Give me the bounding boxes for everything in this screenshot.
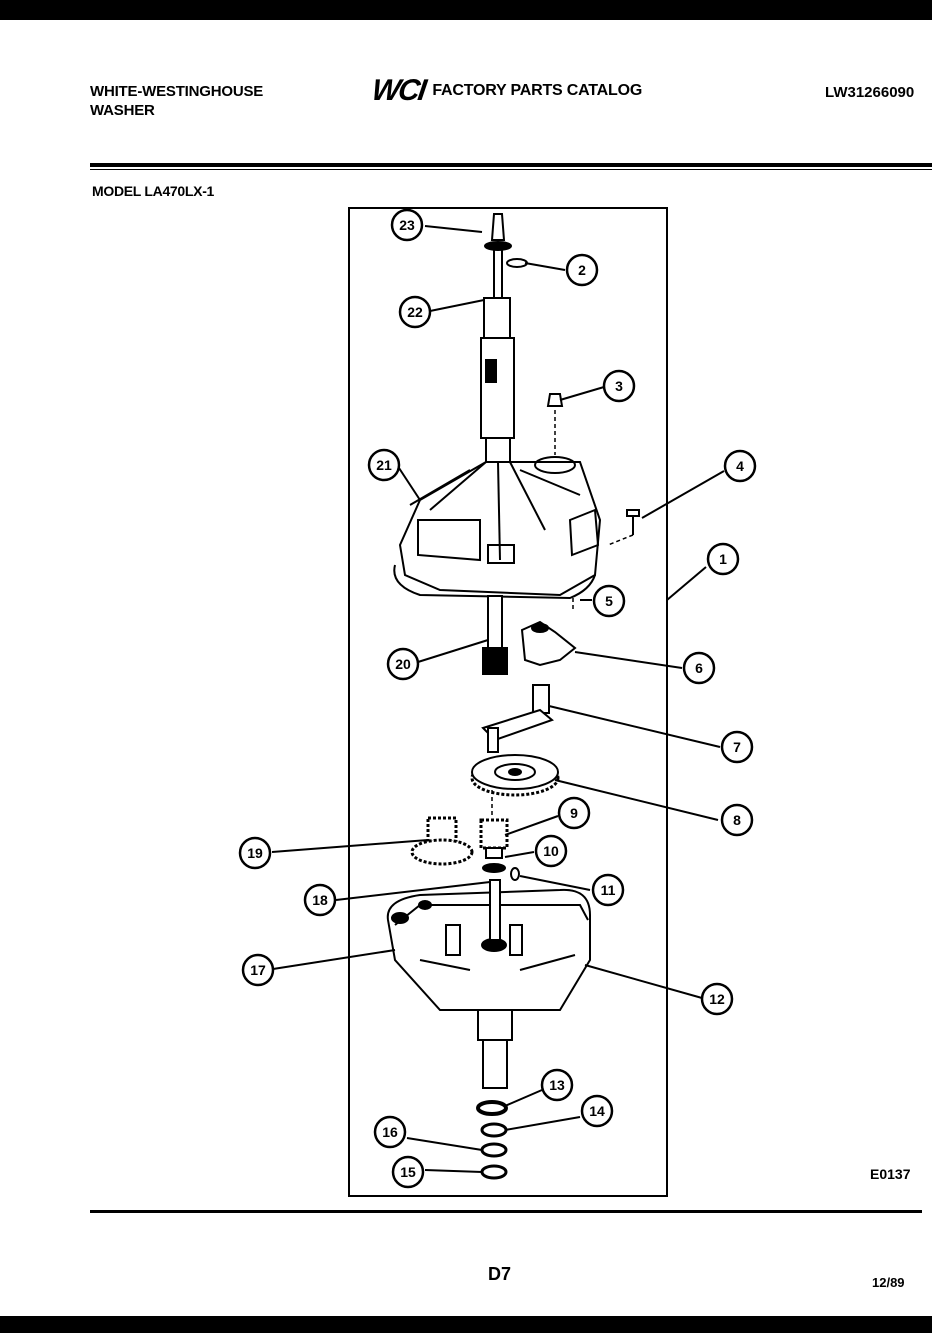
drive-shaft xyxy=(477,1009,513,1089)
callout-label-17: 17 xyxy=(250,962,266,978)
callout-label-4: 4 xyxy=(736,458,744,474)
callout-11: 11 xyxy=(591,873,625,907)
callout-21: 21 xyxy=(367,448,401,482)
thrust-washer xyxy=(510,867,520,881)
callout-23: 23 xyxy=(390,208,424,242)
crank-pin xyxy=(481,684,554,753)
gearcase-base xyxy=(386,879,591,1011)
header-rule-thin xyxy=(90,169,932,170)
callout-label-9: 9 xyxy=(570,805,578,821)
footer-rule xyxy=(90,1210,922,1213)
callout-18: 18 xyxy=(303,883,337,917)
callout-label-1: 1 xyxy=(719,551,727,567)
callout-label-12: 12 xyxy=(709,991,725,1007)
diagram-frame xyxy=(348,207,668,1197)
callout-9: 9 xyxy=(557,796,591,830)
catalog-number: LW31266090 xyxy=(825,84,915,101)
retaining-clip xyxy=(506,258,528,268)
callout-label-3: 3 xyxy=(615,378,623,394)
gearcase-cover xyxy=(393,456,602,600)
header-rule-thick xyxy=(90,163,932,167)
revision-date: 12/89 xyxy=(872,1275,905,1290)
callout-6: 6 xyxy=(682,651,716,685)
top-scan-border xyxy=(0,0,932,20)
vent-cap xyxy=(546,393,564,455)
callout-label-14: 14 xyxy=(589,1103,605,1119)
pinion-shaft xyxy=(482,595,508,675)
callout-12: 12 xyxy=(700,982,734,1016)
callout-2: 2 xyxy=(565,253,599,287)
retaining-ring xyxy=(480,1164,508,1180)
callout-label-22: 22 xyxy=(407,304,423,320)
callout-label-5: 5 xyxy=(605,593,613,609)
callout-label-16: 16 xyxy=(382,1124,398,1140)
brand-block: WHITE-WESTINGHOUSE WASHER xyxy=(90,82,263,120)
callout-label-7: 7 xyxy=(733,739,741,755)
callout-17: 17 xyxy=(241,953,275,987)
callout-label-6: 6 xyxy=(695,660,703,676)
callout-label-20: 20 xyxy=(395,656,411,672)
callout-label-13: 13 xyxy=(549,1077,565,1093)
callout-1: 1 xyxy=(706,542,740,576)
callout-13: 13 xyxy=(540,1068,574,1102)
callout-20: 20 xyxy=(386,647,420,681)
spacer-washer xyxy=(480,1122,508,1138)
callout-label-8: 8 xyxy=(733,812,741,828)
callout-label-18: 18 xyxy=(312,892,328,908)
callout-4: 4 xyxy=(723,449,757,483)
large-gear xyxy=(470,754,560,815)
callout-19: 19 xyxy=(238,836,272,870)
screw xyxy=(607,509,640,546)
callout-label-11: 11 xyxy=(601,882,616,898)
oil-seal xyxy=(476,1100,508,1116)
callout-label-19: 19 xyxy=(247,845,263,861)
product-type: WASHER xyxy=(90,102,155,119)
callout-label-21: 21 xyxy=(376,457,392,473)
idler-gear xyxy=(410,816,474,866)
pinion-gear-center xyxy=(479,818,509,873)
callout-15: 15 xyxy=(391,1155,425,1189)
callout-label-10: 10 xyxy=(543,843,559,859)
catalog-header: WCI FACTORY PARTS CATALOG xyxy=(370,74,643,107)
brand-name: WHITE-WESTINGHOUSE xyxy=(90,83,264,100)
bottom-scan-border xyxy=(0,1316,932,1333)
shifter-fork xyxy=(520,620,577,667)
page-number: D7 xyxy=(488,1264,512,1284)
agitator-shaft xyxy=(480,213,515,462)
leader-lines xyxy=(271,225,725,1173)
o-ring xyxy=(480,1142,508,1158)
callout-7: 7 xyxy=(720,730,754,764)
catalog-title: FACTORY PARTS CATALOG xyxy=(432,82,643,99)
callout-14: 14 xyxy=(580,1094,614,1128)
callout-16: 16 xyxy=(373,1115,407,1149)
callout-circles: 1 2 3 4 5 6 7 8 9 10 11 12 13 14 15 16 1… xyxy=(238,208,757,1189)
callout-22: 22 xyxy=(398,295,432,329)
callout-8: 8 xyxy=(720,803,754,837)
drawing-code: E0137 xyxy=(870,1166,911,1182)
callout-label-15: 15 xyxy=(400,1164,416,1180)
callout-3: 3 xyxy=(602,369,636,403)
model-number: MODEL LA470LX-1 xyxy=(92,183,215,199)
callout-label-2: 2 xyxy=(578,262,586,278)
callout-label-23: 23 xyxy=(399,217,415,233)
callout-5: 5 xyxy=(592,584,626,618)
callout-10: 10 xyxy=(534,834,568,868)
